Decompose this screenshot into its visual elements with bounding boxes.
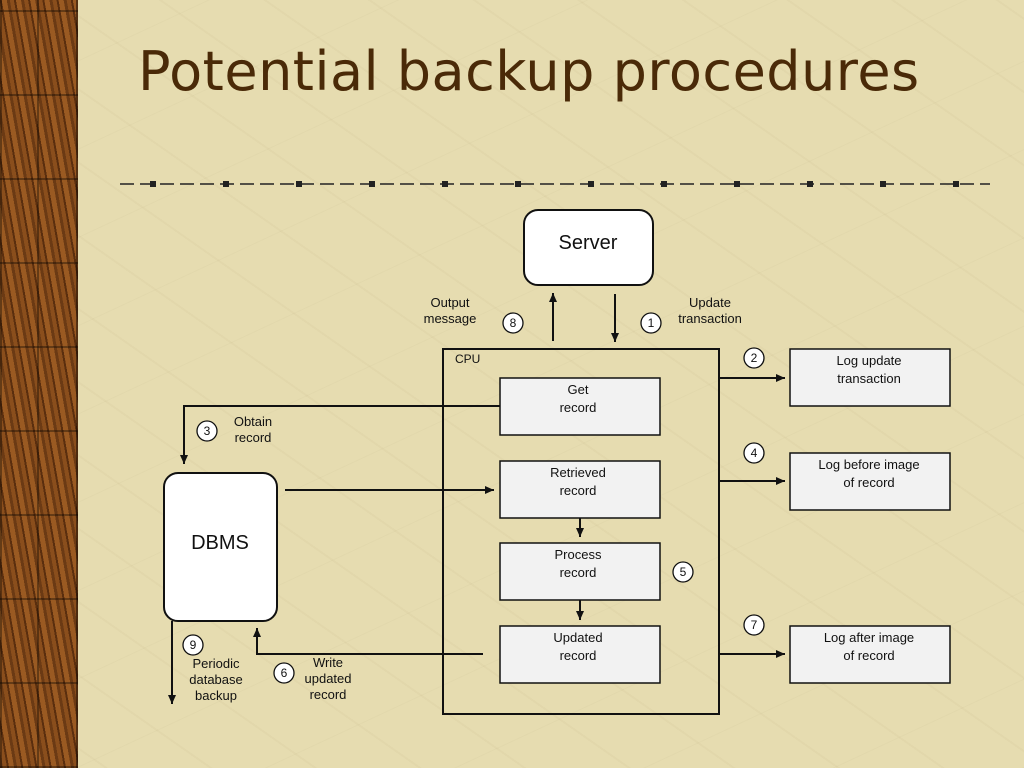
update-transaction-line-1: Update <box>689 295 731 310</box>
retrieved-record-line-2: record <box>560 483 597 498</box>
step-4-number: 4 <box>751 446 758 460</box>
update-transaction-line-2: transaction <box>678 311 742 326</box>
updated-record-line-1: Updated <box>553 630 602 645</box>
get-record-line-2: record <box>560 400 597 415</box>
updated-record-line-2: record <box>560 648 597 663</box>
output-message-line-2: message <box>424 311 477 326</box>
step-1-circle <box>640 312 662 334</box>
process-record-box: Process record <box>499 542 661 601</box>
arrow-obtain-record <box>180 405 500 464</box>
divider-dot <box>953 181 959 187</box>
output-message-line-1: Output <box>430 295 469 310</box>
step-6-circle <box>273 662 295 684</box>
step-2-number: 2 <box>751 351 758 365</box>
process-record-line-1: Process <box>555 547 602 562</box>
log-after-box: Log after image of record <box>789 625 951 684</box>
log-before-line-1: Log before image <box>818 457 919 472</box>
write-updated-line-2: updated <box>305 671 352 686</box>
log-after-line-1: Log after image <box>824 630 914 645</box>
write-updated-line-1: Write <box>313 655 343 670</box>
obtain-record-line-2: record <box>235 430 272 445</box>
updated-record-box: Updated record <box>499 625 661 684</box>
log-update-line-1: Log update <box>836 353 901 368</box>
label-obtain-record: Obtain record <box>234 414 272 445</box>
step-8-number: 8 <box>510 316 517 330</box>
divider-dot <box>734 181 740 187</box>
log-update-line-2: transaction <box>837 371 901 386</box>
log-before-line-2: of record <box>843 475 894 490</box>
cpu-label: CPU <box>455 352 480 366</box>
server-node: Server <box>523 209 654 286</box>
periodic-backup-line-2: database <box>189 672 243 687</box>
step-6-number: 6 <box>281 666 288 680</box>
divider-dot <box>515 181 521 187</box>
log-update-box: Log update transaction <box>789 348 951 407</box>
divider-dot <box>296 181 302 187</box>
periodic-backup-line-3: backup <box>195 688 237 703</box>
divider-dot <box>588 181 594 187</box>
step-1-number: 1 <box>648 316 655 330</box>
step-2-circle <box>743 347 765 369</box>
label-update-transaction: Update transaction <box>678 295 742 326</box>
divider-dot <box>369 181 375 187</box>
step-7-number: 7 <box>751 618 758 632</box>
step-4-circle <box>743 442 765 464</box>
step-9-number: 9 <box>190 638 197 652</box>
dbms-node: DBMS <box>163 472 278 622</box>
write-updated-line-3: record <box>310 687 347 702</box>
label-write-updated-record: Write updated record <box>305 655 352 702</box>
arrow-write-updated-record <box>253 628 483 655</box>
obtain-record-line-1: Obtain <box>234 414 272 429</box>
step-9-circle <box>182 634 204 656</box>
log-after-line-2: of record <box>843 648 894 663</box>
server-label: Server <box>559 232 618 254</box>
step-5-circle <box>672 561 694 583</box>
divider-dot <box>880 181 886 187</box>
step-3-circle <box>196 420 218 442</box>
log-before-box: Log before image of record <box>789 452 951 511</box>
divider-dot <box>223 181 229 187</box>
process-record-line-2: record <box>560 565 597 580</box>
divider-dot <box>442 181 448 187</box>
slide-title: Potential backup procedures <box>138 40 920 103</box>
dbms-label: DBMS <box>191 532 249 554</box>
retrieved-record-line-1: Retrieved <box>550 465 606 480</box>
step-5-number: 5 <box>680 565 687 579</box>
label-output-message: Output message <box>424 295 477 326</box>
label-periodic-backup: Periodic database backup <box>189 656 243 703</box>
step-8-circle <box>502 312 524 334</box>
divider-dot <box>661 181 667 187</box>
get-record-box: Get record <box>499 377 661 436</box>
divider-dot <box>150 181 156 187</box>
get-record-line-1: Get <box>568 382 589 397</box>
periodic-backup-line-1: Periodic <box>193 656 240 671</box>
decorative-divider <box>120 181 990 187</box>
retrieved-record-box: Retrieved record <box>499 460 661 519</box>
cpu-container: CPU <box>442 348 720 715</box>
step-7-circle <box>743 614 765 636</box>
wood-border <box>0 0 78 768</box>
step-3-number: 3 <box>204 424 211 438</box>
divider-dot <box>807 181 813 187</box>
